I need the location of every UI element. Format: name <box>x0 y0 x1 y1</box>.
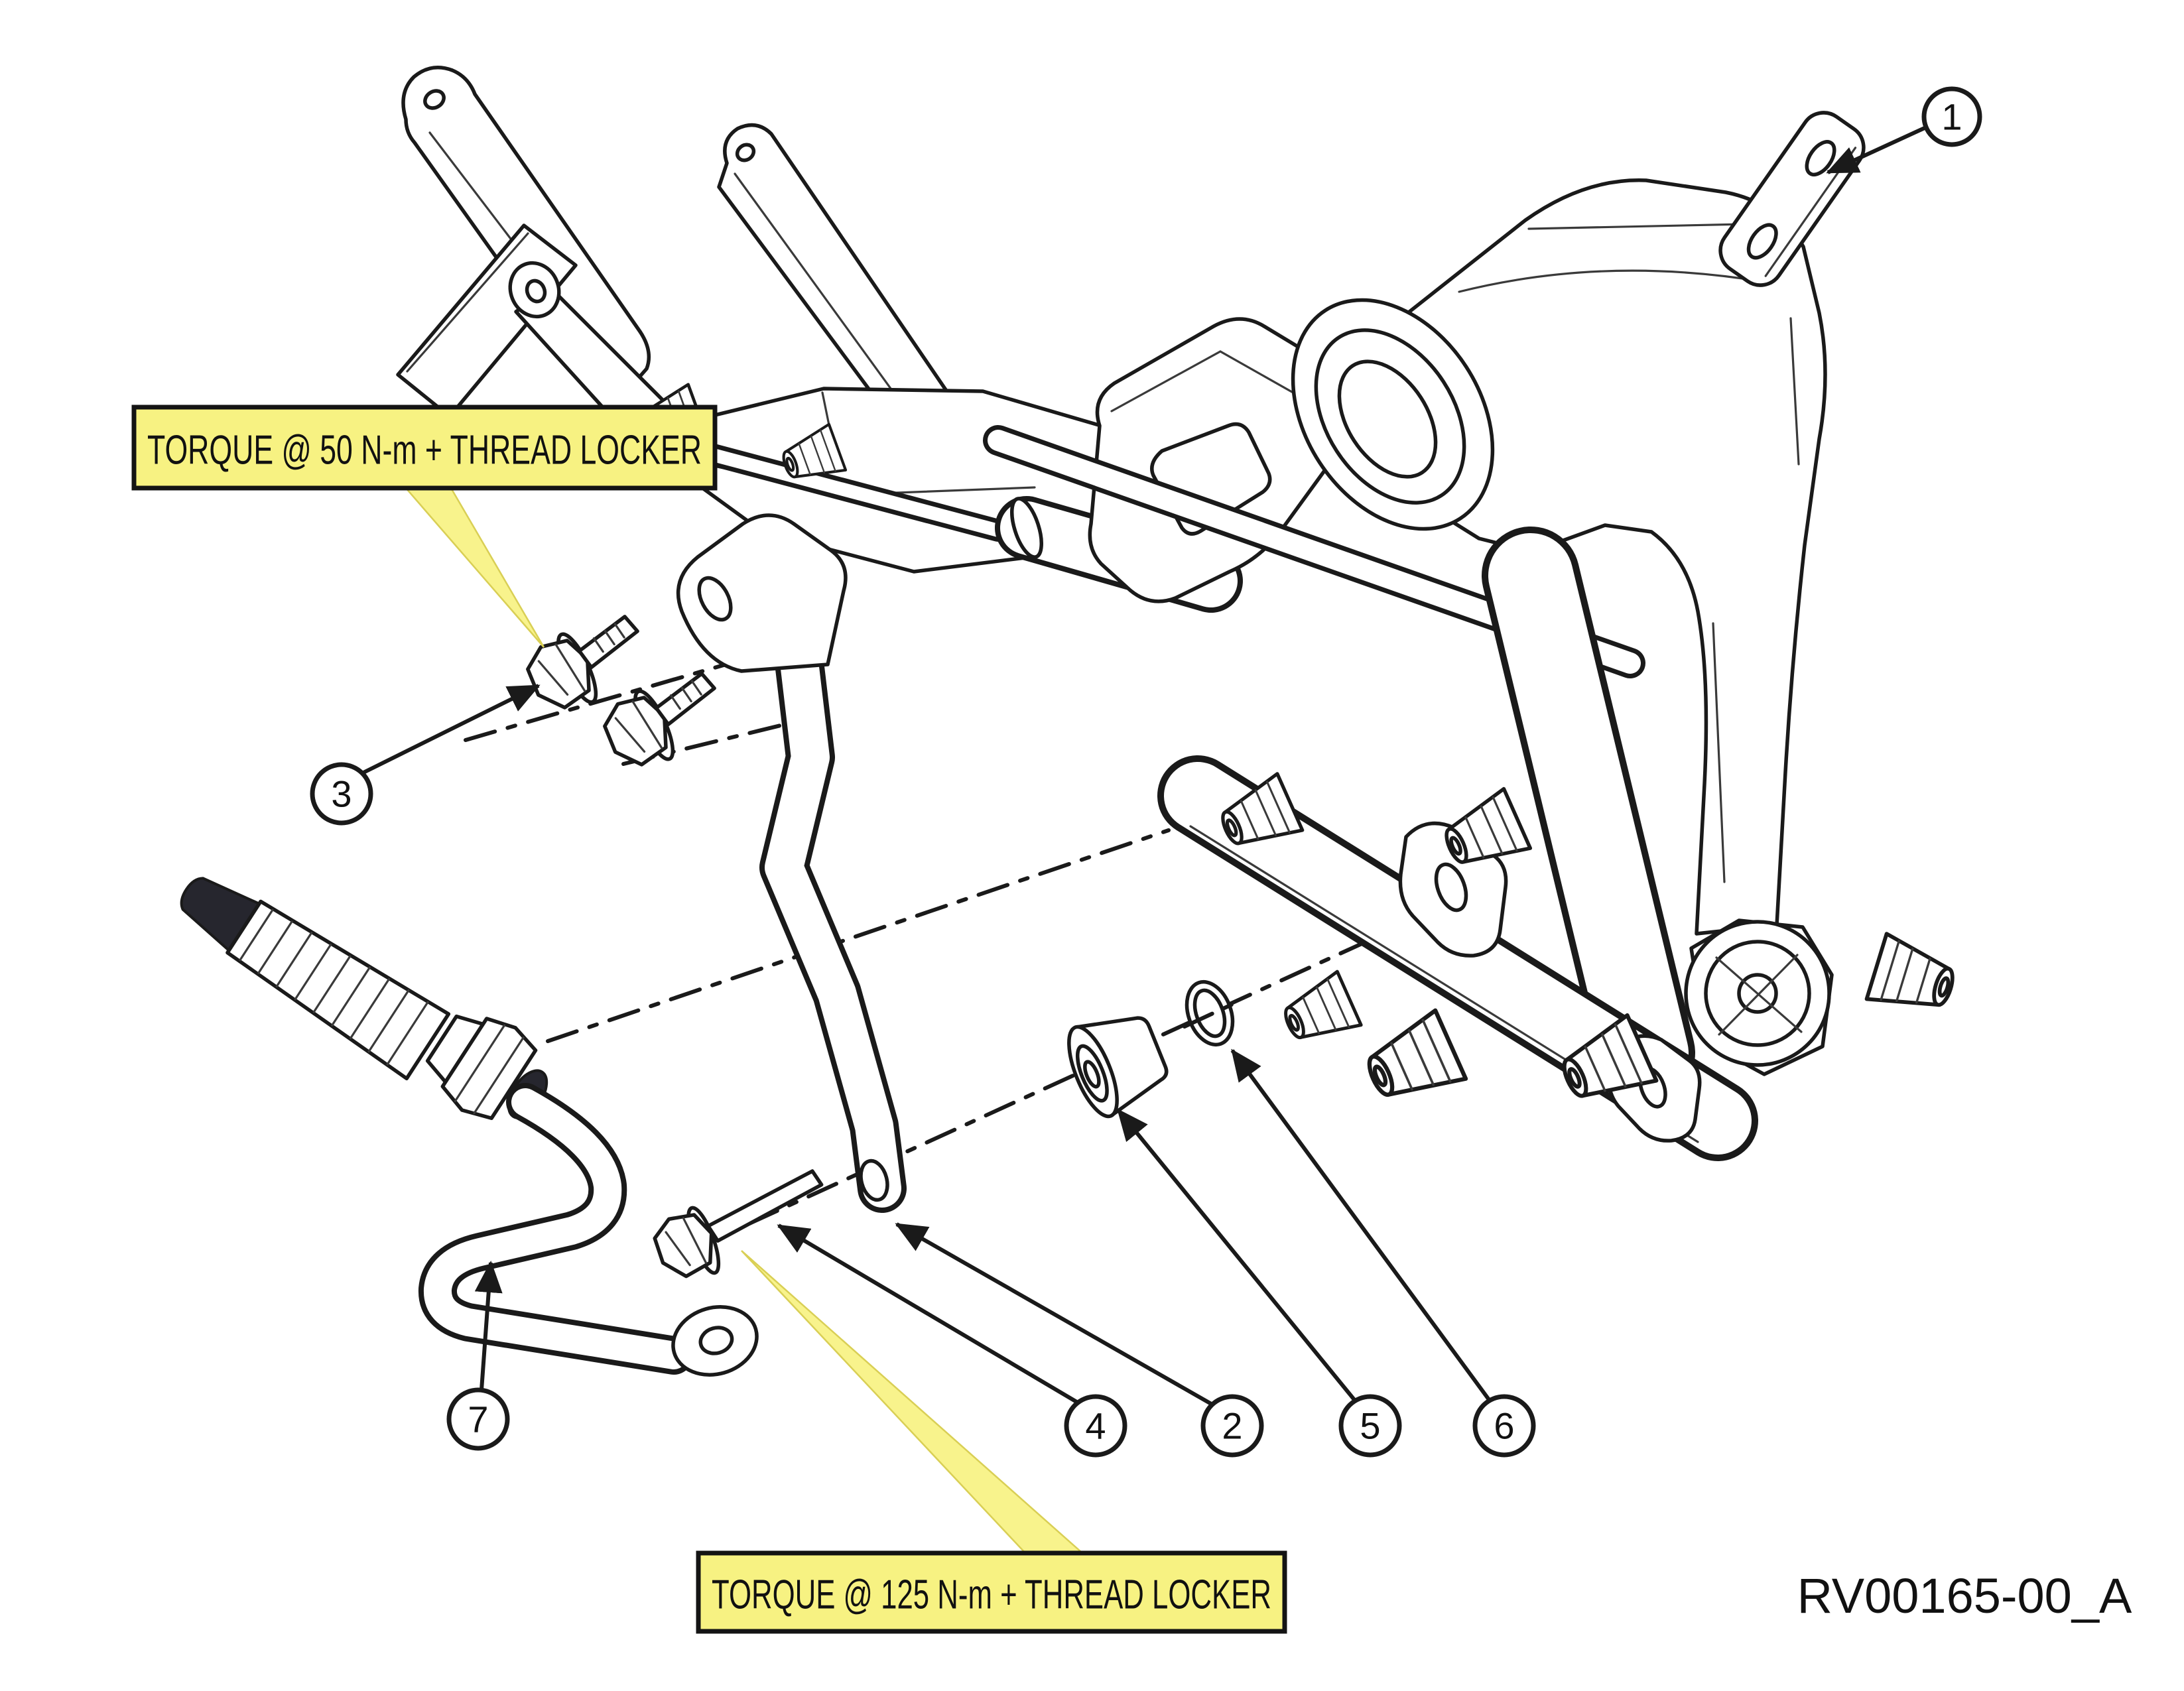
callout-6: 6 <box>1230 1048 1536 1458</box>
callout-balloon <box>1338 1394 1402 1458</box>
callout-number: 7 <box>468 1399 488 1440</box>
centerline-segment <box>1183 998 1244 1029</box>
leader-line <box>895 1222 1214 1407</box>
callout-1: 1 <box>1826 86 1982 174</box>
torque-note-box <box>696 1550 1287 1634</box>
leader-line <box>1826 125 1927 174</box>
callout-number: 1 <box>1941 96 1962 138</box>
callout-balloon <box>310 762 373 826</box>
frame-inner-leg <box>1482 527 1695 1102</box>
linkage-rod-assembly <box>180 877 759 1377</box>
pivot-boss <box>508 261 671 442</box>
callout-number: 3 <box>331 773 352 815</box>
callout-balloon <box>446 1387 510 1451</box>
frame-bushing-head <box>1684 918 1834 1076</box>
flange-bolt-lower <box>603 672 716 767</box>
z-bracket <box>676 513 907 1213</box>
receiver-bore <box>1291 298 1495 531</box>
callout-5: 5 <box>1116 1108 1402 1458</box>
gusset-bracket <box>1088 317 1352 603</box>
rod-clevis-eye <box>671 1305 759 1377</box>
torque-note-text: TORQUE @ 125 N-m + THREAD LOCKER <box>712 1572 1271 1618</box>
barb-fitting <box>1867 934 1961 1021</box>
weld-bung <box>1277 971 1361 1052</box>
drawing-number: RV00165-00_A <box>1797 1568 2132 1623</box>
weld-bung <box>1358 1011 1466 1113</box>
torque-note-text: TORQUE @ 50 N-m + THREAD LOCKER <box>147 428 702 473</box>
highlight-wedge <box>404 487 545 648</box>
pivot-bolt <box>653 1169 824 1279</box>
leader-line <box>474 1261 503 1391</box>
torque-note-1: TORQUE @ 50 N-m + THREAD LOCKER <box>131 405 718 648</box>
torque-note-box <box>131 405 718 491</box>
leader-line <box>1230 1048 1492 1402</box>
callout-7: 7 <box>446 1261 510 1451</box>
main-frame <box>1401 178 1827 936</box>
callout-balloon <box>1921 86 1982 147</box>
callout-balloon <box>1064 1394 1127 1458</box>
callout-number: 6 <box>1494 1405 1514 1447</box>
cross-shaft <box>652 430 1009 542</box>
callout-balloon <box>1200 1394 1264 1458</box>
callout-number: 2 <box>1222 1405 1242 1447</box>
leader-line <box>777 1223 1079 1405</box>
callout-2: 2 <box>895 1222 1264 1458</box>
torque-notes: TORQUE @ 50 N-m + THREAD LOCKER TORQUE @ … <box>131 405 1287 1634</box>
callout-number: 5 <box>1360 1405 1380 1447</box>
callouts: 1 2 3 4 5 6 7 <box>310 86 1982 1458</box>
torque-note-2: TORQUE @ 125 N-m + THREAD LOCKER <box>696 1250 1287 1634</box>
callout-4: 4 <box>777 1223 1127 1458</box>
callout-3: 3 <box>310 684 541 826</box>
flange-bolt-upper <box>526 615 639 710</box>
callout-balloon <box>1472 1394 1536 1458</box>
cone-bushing <box>1067 1016 1169 1119</box>
callout-number: 4 <box>1085 1405 1106 1447</box>
leader-line <box>361 684 541 775</box>
highlight-wedge <box>741 1250 1085 1554</box>
leader-line <box>1116 1108 1357 1402</box>
